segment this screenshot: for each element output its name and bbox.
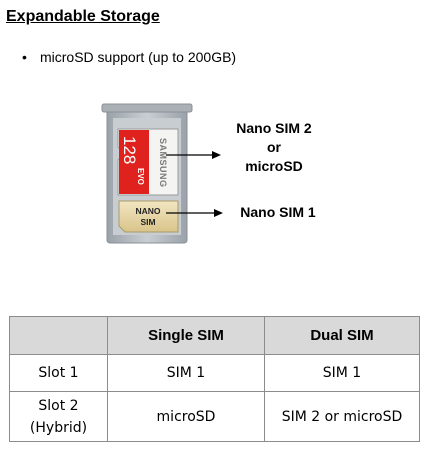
sim-slot-table: Single SIM Dual SIM Slot 1 SIM 1 SIM 1 S… bbox=[9, 316, 420, 442]
table-header-row: Single SIM Dual SIM bbox=[9, 316, 420, 355]
section-heading: Expandable Storage bbox=[6, 8, 160, 25]
header-single-sim: Single SIM bbox=[107, 316, 265, 355]
label-slot1: Nano SIM 1 bbox=[240, 204, 316, 220]
cell-single-sim: microSD bbox=[107, 391, 265, 442]
nano-sim-line2: SIM bbox=[140, 217, 155, 227]
label-slot2-line1: Nano SIM 2 bbox=[236, 120, 312, 136]
label-slot2-line2: or bbox=[267, 139, 281, 155]
row-label: Slot 2 (Hybrid) bbox=[9, 391, 108, 442]
nano-sim-card: NANO SIM bbox=[118, 200, 179, 233]
microsd-series: EVO bbox=[136, 168, 145, 185]
table-row: Slot 2 (Hybrid) microSD SIM 2 or microSD bbox=[9, 391, 420, 442]
label-slot2: Nano SIM 2 or microSD bbox=[222, 119, 326, 176]
arrow-slot1 bbox=[166, 209, 223, 217]
microsd-brand: SAMSUNG bbox=[158, 138, 168, 188]
cell-dual-sim: SIM 2 or microSD bbox=[264, 391, 420, 442]
cell-single-sim: SIM 1 bbox=[107, 354, 265, 392]
bullet-dot: • bbox=[22, 49, 27, 65]
header-dual-sim: Dual SIM bbox=[264, 316, 420, 355]
table-row: Slot 1 SIM 1 SIM 1 bbox=[9, 354, 420, 392]
label-slot2-line3: microSD bbox=[245, 158, 303, 174]
header-empty bbox=[9, 316, 108, 355]
row-label-line2: (Hybrid) bbox=[29, 419, 88, 436]
arrow-slot2 bbox=[166, 151, 221, 159]
microsd-capacity: 128 bbox=[120, 136, 139, 164]
row-label-line1: Slot 2 bbox=[38, 397, 79, 414]
cell-dual-sim: SIM 1 bbox=[264, 354, 420, 392]
microsd-card: 128 EVO SAMSUNG bbox=[117, 128, 179, 196]
sim-tray-illustration: 128 EVO SAMSUNG NANO SIM bbox=[101, 103, 223, 244]
row-label: Slot 1 bbox=[9, 354, 108, 392]
bullet-item: • microSD support (up to 200GB) bbox=[22, 49, 236, 65]
nano-sim-line1: NANO bbox=[135, 206, 160, 216]
bullet-text: microSD support (up to 200GB) bbox=[40, 49, 237, 65]
